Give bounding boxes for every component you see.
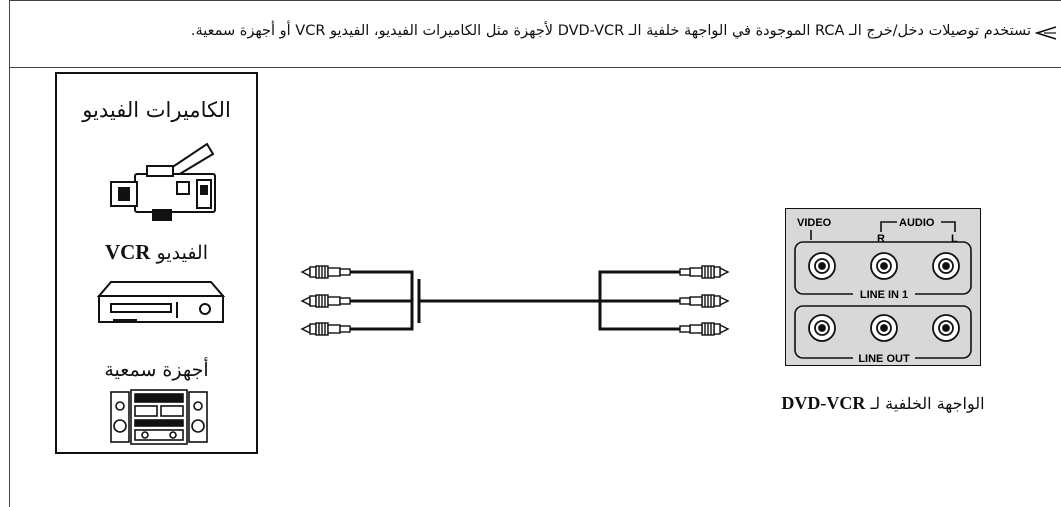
l-label: L	[951, 233, 958, 245]
vcr-icon	[97, 281, 225, 323]
rear-panel-caption: الواجهة الخلفية لـ DVD-VCR	[781, 393, 985, 413]
line-out-jacks	[808, 314, 960, 342]
intro-divider	[10, 67, 1061, 68]
right-rca-plug	[679, 294, 730, 308]
line-in-label: LINE IN 1	[860, 289, 908, 301]
camcorder-icon	[110, 142, 216, 221]
left-rca-plug	[300, 322, 351, 336]
audio-equipment-label: أجهزة سمعية	[104, 359, 209, 381]
intro-text: تستخدم توصيلات دخل/خرج الـ RCA الموجودة …	[190, 23, 1031, 39]
vcr-label: الفيديو VCR	[104, 240, 209, 264]
rca-cables	[300, 265, 730, 336]
r-label: R	[877, 233, 885, 245]
line-out-label: LINE OUT	[858, 353, 910, 365]
cable-wires	[350, 270, 680, 331]
external-devices-box: الكاميرات الفيديو الفيديو VCR أجهزة سمعي…	[55, 72, 258, 454]
pointer-arrow-icon	[1035, 26, 1057, 40]
top-rule	[10, 0, 1061, 1]
left-rca-plug	[300, 265, 351, 279]
video-label: VIDEO	[797, 217, 832, 229]
line-in-jacks	[808, 252, 960, 280]
left-rca-plug	[300, 294, 351, 308]
audio-label: AUDIO	[899, 217, 935, 229]
stereo-system-icon	[110, 389, 208, 445]
camcorder-label: الكاميرات الفيديو	[82, 98, 231, 122]
dvd-vcr-rear-panel: VIDEO AUDIO R L LINE IN 1 LINE OUT	[785, 208, 981, 366]
right-rca-plug	[679, 322, 730, 336]
page-frame: تستخدم توصيلات دخل/خرج الـ RCA الموجودة …	[9, 0, 1061, 507]
right-rca-plug	[679, 265, 730, 279]
